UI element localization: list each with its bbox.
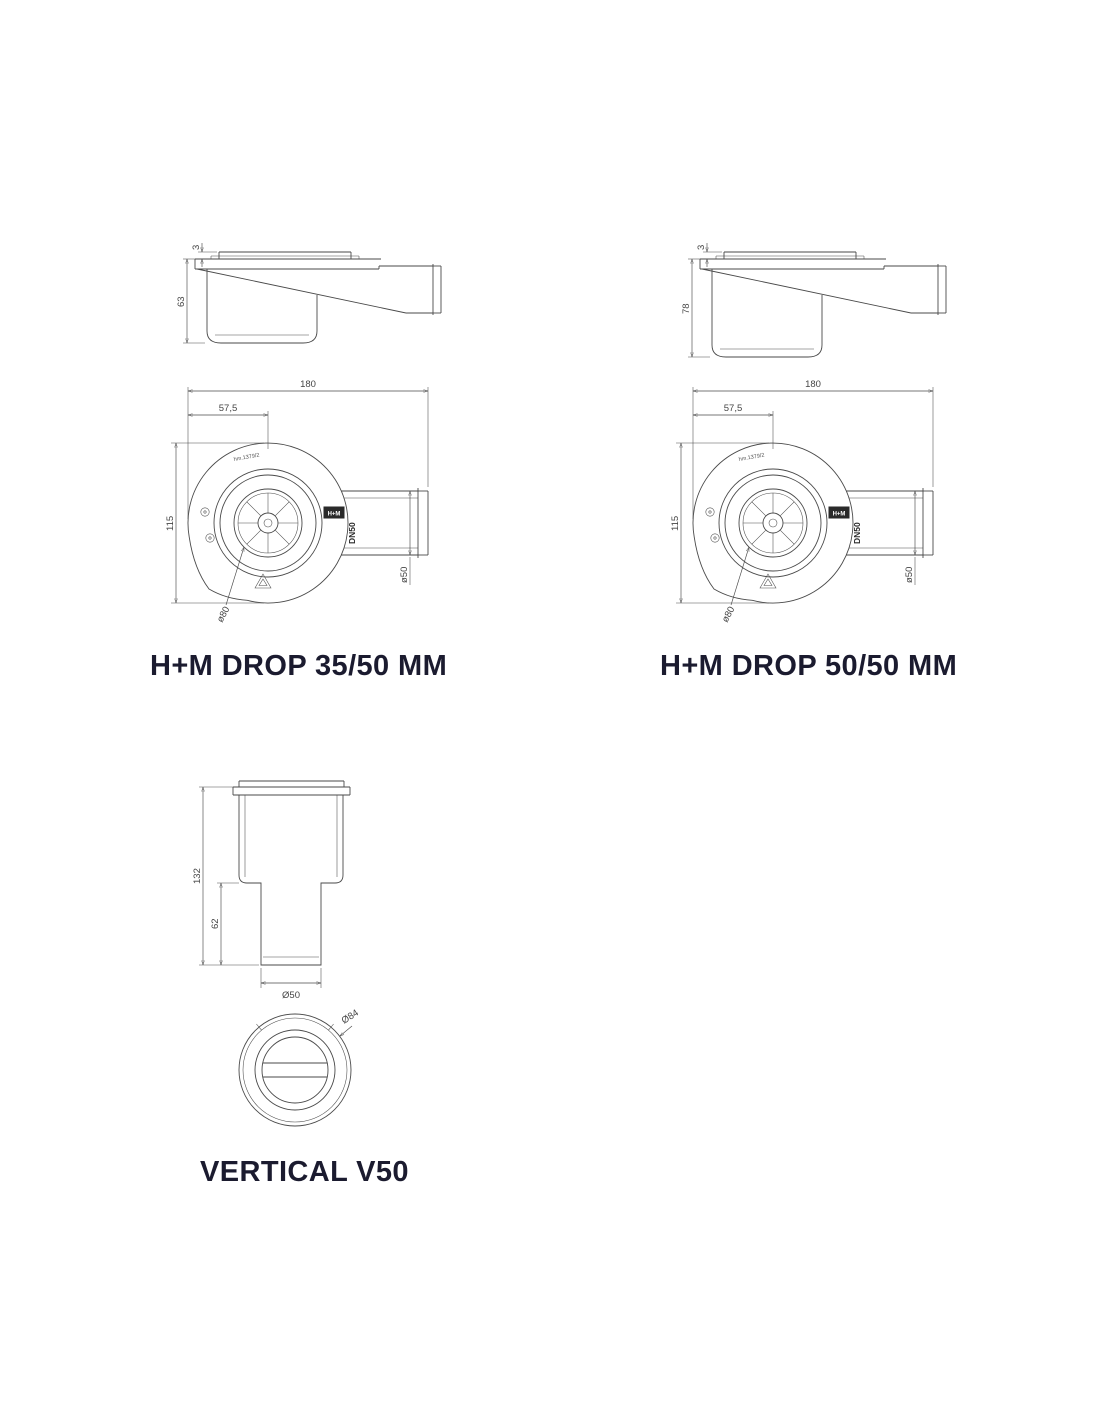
dim-total-height: 63: [176, 296, 187, 307]
dim-outlet-diameter: ø50: [399, 567, 410, 583]
dim-total-height: 78: [681, 303, 692, 314]
dimension-outlet-diameter: ø50: [399, 491, 410, 585]
dimension-outlet-diameter: Ø50: [260, 968, 322, 1001]
dim-outlet-diameter: Ø50: [282, 990, 300, 1001]
dim-flange-thickness: 3: [191, 245, 202, 250]
dim-total-height: 132: [192, 868, 203, 884]
dimension-body-width: 115: [165, 442, 264, 604]
dim-outlet-diameter: ø50: [904, 567, 915, 583]
hm-logo: H+M DN50: [323, 506, 357, 544]
dimension-outlet-length: 62: [210, 882, 239, 965]
dimension-outlet-offset: 57,5: [188, 403, 269, 449]
hm-logo: H+M DN50: [828, 506, 862, 544]
top-view-drop-50-50: hm.1379/2 H+M DN50 180 57,5 115 ø50: [670, 379, 934, 625]
grate-and-rings: hm.1379/2: [200, 453, 323, 589]
material-triangle-icon: [759, 573, 777, 589]
drain-body-outline: [692, 442, 934, 604]
product-label-vertical-v50: VERTICAL V50: [200, 1156, 409, 1188]
top-view-drop-35-50: hm.1379/2 H+M DN50 180 57,5 115 ø50: [165, 379, 429, 625]
top-view-vertical-v50: Ø84: [238, 1008, 361, 1127]
mold-marking-text: hm.1379/2: [738, 453, 765, 463]
dimension-flange-thickness: 3: [696, 243, 722, 267]
dimension-flange-thickness: 3: [191, 243, 217, 267]
outlet-marking-dn50: DN50: [852, 522, 862, 544]
dim-overall-length: 180: [805, 379, 821, 390]
dimension-overall-length: 180: [187, 379, 429, 519]
material-triangle-inner-icon: [763, 578, 773, 586]
dim-outlet-length: 62: [210, 918, 221, 929]
dim-flange-thickness: 3: [696, 245, 707, 250]
dimension-body-diameter: Ø84: [340, 1008, 361, 1037]
drain-body-outline: [699, 251, 947, 358]
dim-body-width: 115: [670, 516, 681, 531]
drain-body-outline: [232, 780, 351, 966]
dim-overall-length: 180: [300, 379, 316, 390]
side-view-drop-50-50: 3 78: [681, 243, 947, 358]
product-label-drop-50-50: H+M DROP 50/50 MM: [660, 650, 958, 682]
dim-body-diameter: Ø84: [340, 1008, 361, 1027]
hm-logo-text: H+M: [328, 512, 341, 518]
dimension-outlet-offset: 57,5: [693, 403, 774, 449]
dimension-grate-diameter: ø80: [720, 547, 750, 625]
dimension-total-height: 132: [192, 786, 259, 966]
dimension-total-height: 78: [681, 258, 710, 358]
grate-and-rings: hm.1379/2: [705, 453, 828, 589]
drain-body-outline: [238, 1013, 352, 1127]
dim-outlet-offset: 57,5: [724, 403, 743, 414]
outlet-marking-dn50: DN50: [347, 522, 357, 544]
dimension-overall-length: 180: [692, 379, 934, 519]
dimension-total-height: 63: [176, 258, 205, 344]
drain-body-outline: [194, 251, 442, 344]
side-view-vertical-v50: 132 62 Ø50: [192, 780, 351, 1001]
product-label-drop-35-50: H+M DROP 35/50 MM: [150, 650, 448, 682]
dim-grate-diameter: ø80: [720, 605, 737, 625]
dimension-body-width: 115: [670, 442, 769, 604]
side-view-drop-35-50: 3 63: [176, 243, 442, 344]
material-triangle-inner-icon: [258, 578, 268, 586]
dim-outlet-offset: 57,5: [219, 403, 238, 414]
dim-body-width: 115: [165, 516, 176, 531]
dimension-grate-diameter: ø80: [215, 547, 245, 625]
dim-grate-diameter: ø80: [215, 605, 232, 625]
drain-body-outline: [187, 442, 429, 604]
hm-logo-text: H+M: [833, 512, 846, 518]
dimension-outlet-diameter: ø50: [904, 491, 915, 585]
material-triangle-icon: [254, 573, 272, 589]
mold-marking-text: hm.1379/2: [233, 453, 260, 463]
